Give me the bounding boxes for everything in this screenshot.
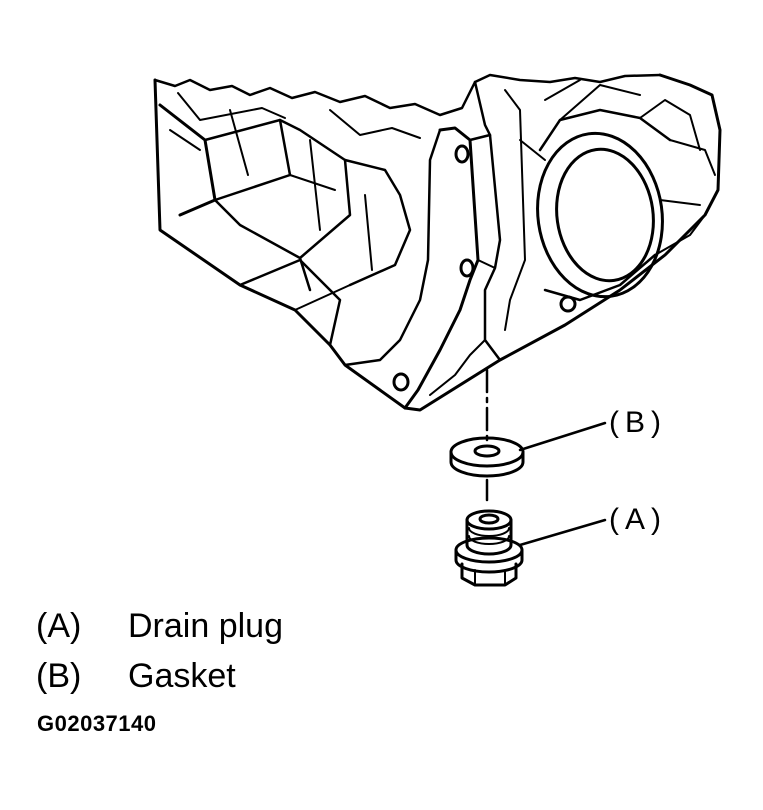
gasket <box>449 436 525 478</box>
figure-id: G02037140 <box>37 711 157 736</box>
leader-line-b <box>518 421 607 452</box>
leader-line-a <box>518 518 607 547</box>
legend-row: (A) Drain plug <box>36 609 283 643</box>
oil-pan-drain-diagram <box>153 73 722 587</box>
callout-label-b: (B) <box>609 406 667 439</box>
callout-label-a: (A) <box>609 503 667 536</box>
legend-code: (A) <box>36 607 82 645</box>
legend-label: Drain plug <box>128 607 283 645</box>
legend-label: Gasket <box>128 657 236 695</box>
oil-pan-body <box>153 73 722 412</box>
legend-code: (B) <box>36 657 82 695</box>
drain-plug <box>454 509 524 587</box>
legend-row: (B) Gasket <box>36 659 236 693</box>
